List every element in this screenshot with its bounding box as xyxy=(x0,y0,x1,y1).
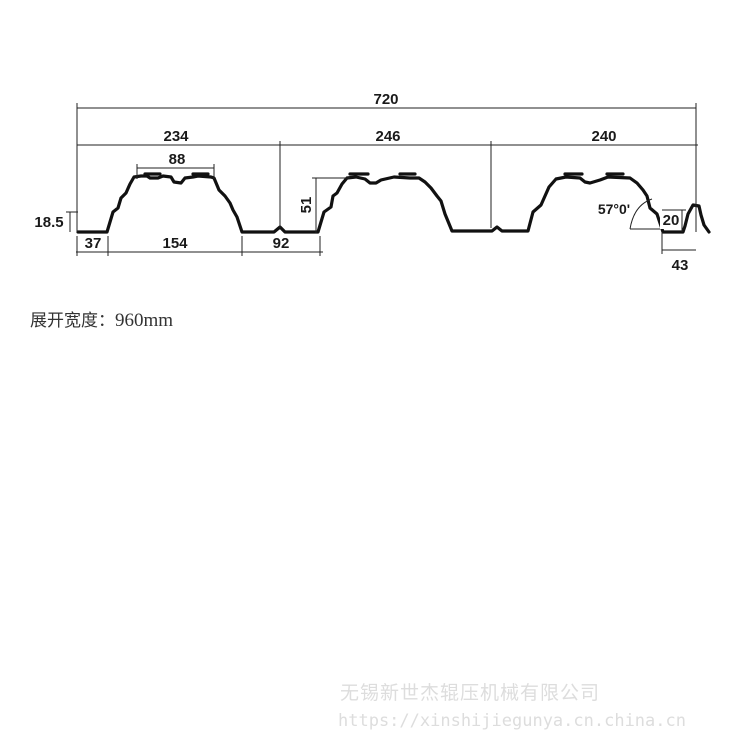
dim-spans: 234 246 240 xyxy=(77,128,698,228)
dim-top-flange: 88 xyxy=(136,151,215,179)
dim-lip: 20 43 xyxy=(660,209,696,274)
dim-angle: 57°0' xyxy=(598,198,660,230)
dim-label-51: 51 xyxy=(298,197,315,214)
dim-label-angle: 57°0' xyxy=(598,201,630,217)
dim-bottom: 37 154 92 xyxy=(76,235,323,256)
watermark-company: 无锡新世杰辊压机械有限公司 xyxy=(340,682,601,704)
watermark-url: https://xinshijiegunya.cn.china.cn xyxy=(338,711,686,731)
caption-label: 展开宽度： xyxy=(30,311,115,331)
dim-edge-height: 18.5 xyxy=(34,211,78,232)
dim-label-43: 43 xyxy=(672,257,689,274)
dim-label-88: 88 xyxy=(169,151,186,168)
dim-label-20: 20 xyxy=(663,212,680,229)
dim-label-240: 240 xyxy=(591,128,616,145)
dim-label-18-5: 18.5 xyxy=(34,214,63,231)
dim-label-234: 234 xyxy=(163,128,189,145)
caption-value: 960mm xyxy=(115,310,174,331)
dim-label-246: 246 xyxy=(375,128,400,145)
dim-total-width: 720 xyxy=(76,91,697,232)
dim-rib-height: 51 xyxy=(298,177,350,233)
dim-label-154: 154 xyxy=(162,235,188,252)
dim-label-37: 37 xyxy=(85,235,102,252)
unfold-width-caption: 展开宽度：960mm xyxy=(30,306,173,332)
dim-label-720: 720 xyxy=(373,91,398,108)
dim-label-92: 92 xyxy=(273,235,290,252)
deck-profile-outline xyxy=(76,174,711,234)
